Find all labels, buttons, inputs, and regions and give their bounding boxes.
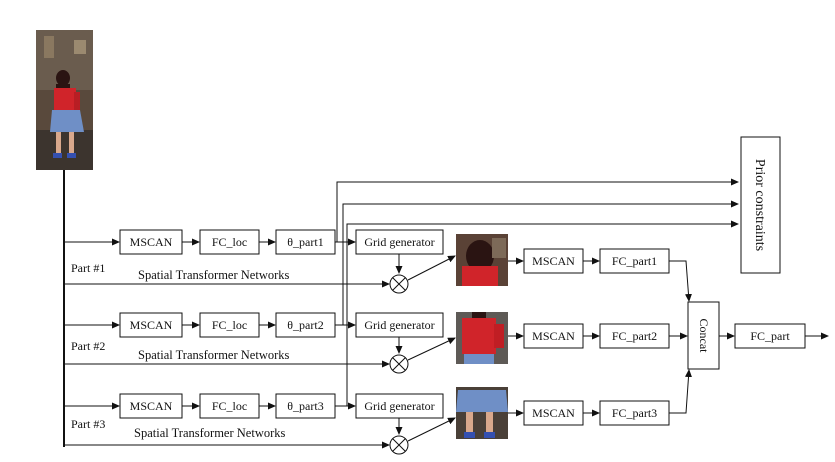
part3-mscan-label: MSCAN [130, 399, 173, 413]
fc-part-label: FC_part [750, 329, 790, 343]
part2-sampler-to-crop-arrow [407, 337, 456, 361]
part1-fc-loc-box: FC_loc [199, 229, 260, 255]
part3-sampler-icon [389, 435, 409, 455]
concat-box: Concat [687, 301, 720, 370]
part2-mscan2-box: MSCAN [523, 323, 584, 349]
part3-grid-label: Grid generator [364, 399, 434, 413]
part3-mscan2-label: MSCAN [532, 406, 575, 420]
part2-mscan2-label: MSCAN [532, 329, 575, 343]
part3-label: Part #3 [71, 417, 105, 431]
part3-sampler-to-crop-arrow [407, 417, 456, 442]
part3-theta-box: θ_part3 [275, 393, 336, 419]
part1-fc-part-label: FC_part1 [612, 254, 657, 268]
part3-mscan2-box: MSCAN [523, 400, 584, 426]
part3-theta-label: θ_part3 [287, 399, 323, 413]
part1-mscan-box: MSCAN [119, 229, 183, 255]
part1-sampler-icon [389, 274, 409, 294]
part2-label: Part #2 [71, 339, 105, 353]
part2-theta-label: θ_part2 [287, 318, 323, 332]
part1-sampler-to-crop-arrow [407, 255, 456, 281]
theta1-to-prior-arrow [336, 178, 739, 242]
part2-sampler-icon [389, 354, 409, 374]
part2-fc-loc-label: FC_loc [212, 318, 247, 332]
part3-fc-part-label: FC_part3 [612, 406, 657, 420]
part3-fc-loc-label: FC_loc [212, 399, 247, 413]
part3-mscan-box: MSCAN [119, 393, 183, 419]
part2-fc-part-label: FC_part2 [612, 329, 657, 343]
part2-crop-image [456, 312, 508, 364]
input-person-image [36, 30, 93, 170]
theta2-to-prior-arrow [342, 200, 739, 325]
part2-fc-part-box: FC_part2 [599, 323, 670, 349]
part1-label: Part #1 [71, 261, 105, 275]
part3-fc-part-box: FC_part3 [599, 400, 670, 426]
part2-theta-box: θ_part2 [275, 312, 336, 338]
part2-stn-label: Spatial Transformer Networks [138, 348, 290, 362]
part1-mscan2-label: MSCAN [532, 254, 575, 268]
part2-grid-label: Grid generator [364, 318, 434, 332]
part1-grid-label: Grid generator [364, 235, 434, 249]
fc-part-box: FC_part [734, 323, 806, 349]
prior-constraints-label: Prior constraints [752, 159, 767, 251]
part2-mscan-label: MSCAN [130, 318, 173, 332]
part1-fc-loc-label: FC_loc [212, 235, 247, 249]
part1-crop-image [456, 234, 508, 286]
part3-crop-image [456, 387, 508, 439]
part3-grid-generator-box: Grid generator [355, 393, 444, 419]
part2-mscan-box: MSCAN [119, 312, 183, 338]
part2-grid-generator-box: Grid generator [355, 312, 444, 338]
theta3-to-prior-arrow [346, 220, 739, 406]
part1-to-concat-arrow [669, 260, 692, 302]
part3-stn-label: Spatial Transformer Networks [134, 426, 286, 440]
part1-theta-box: θ_part1 [275, 229, 336, 255]
part1-mscan-label: MSCAN [130, 235, 173, 249]
part3-to-concat-arrow [669, 369, 693, 414]
concat-label: Concat [697, 319, 711, 354]
part1-mscan2-box: MSCAN [523, 248, 584, 274]
part3-fc-loc-box: FC_loc [199, 393, 260, 419]
part2-fc-loc-box: FC_loc [199, 312, 260, 338]
prior-constraints-box: Prior constraints [740, 136, 781, 274]
part1-theta-label: θ_part1 [287, 235, 323, 249]
part1-grid-generator-box: Grid generator [355, 229, 444, 255]
part1-fc-part-box: FC_part1 [599, 248, 670, 274]
part1-stn-label: Spatial Transformer Networks [138, 268, 290, 282]
